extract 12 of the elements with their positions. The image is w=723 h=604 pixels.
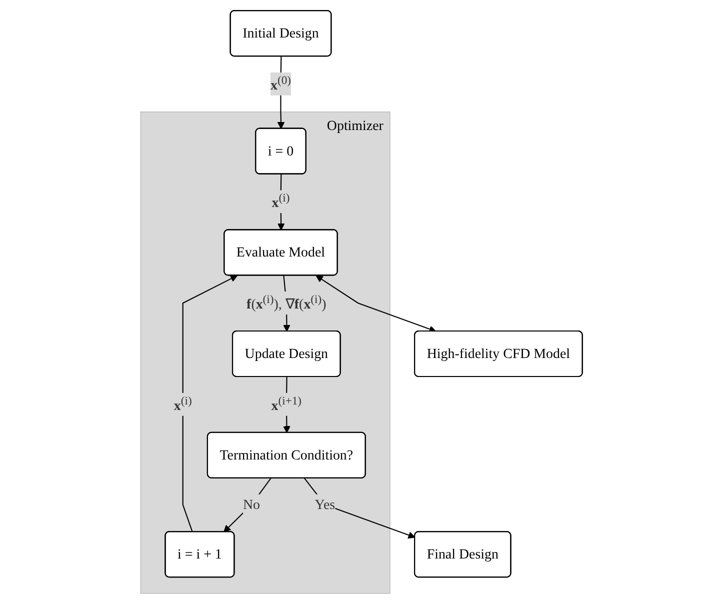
edge-label: x$^{(i+1)}$	[271, 394, 302, 414]
edge-label: x$^{(0)}$	[270, 74, 291, 93]
arrow	[224, 478, 272, 532]
arrow	[316, 275, 436, 333]
edge-label: Yes	[314, 496, 336, 512]
arrow	[304, 478, 416, 539]
arrow	[277, 56, 285, 130]
edge-label: x$^{(i)}$	[174, 394, 192, 414]
edge-label: f(x$^{(i)}$), ∇f(x$^{(i)}$)	[246, 293, 326, 312]
arrow	[182, 275, 238, 532]
edge-label: x$^{(i)}$	[272, 192, 290, 210]
edge-label: No	[242, 496, 260, 512]
